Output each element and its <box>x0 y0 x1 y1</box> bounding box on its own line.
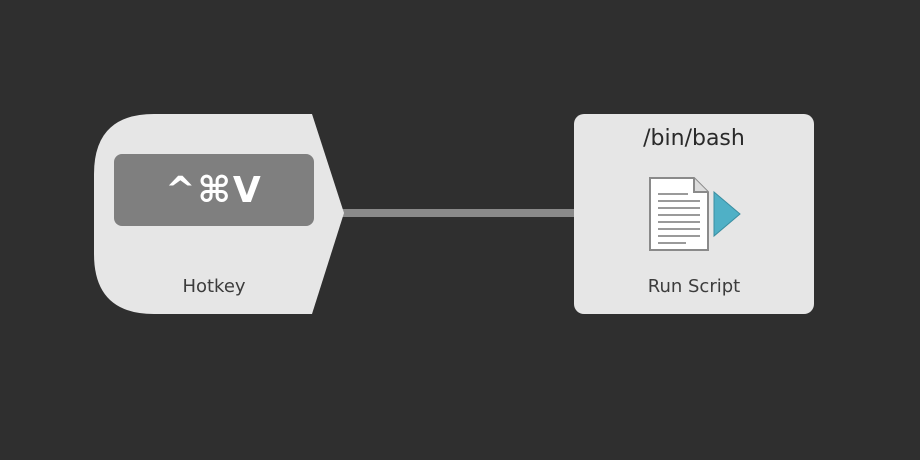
run-script-node[interactable]: /bin/bash Run Script <box>574 114 814 314</box>
connection-line[interactable] <box>342 209 576 217</box>
document-run-icon <box>649 177 741 251</box>
script-language-path: /bin/bash <box>643 126 745 151</box>
run-script-node-label: Run Script <box>647 276 741 297</box>
hotkey-combination: ^⌘V <box>114 154 314 226</box>
hotkey-node-label: Hotkey <box>182 276 246 297</box>
hotkey-trigger-node[interactable]: ^⌘V Hotkey <box>94 114 346 314</box>
